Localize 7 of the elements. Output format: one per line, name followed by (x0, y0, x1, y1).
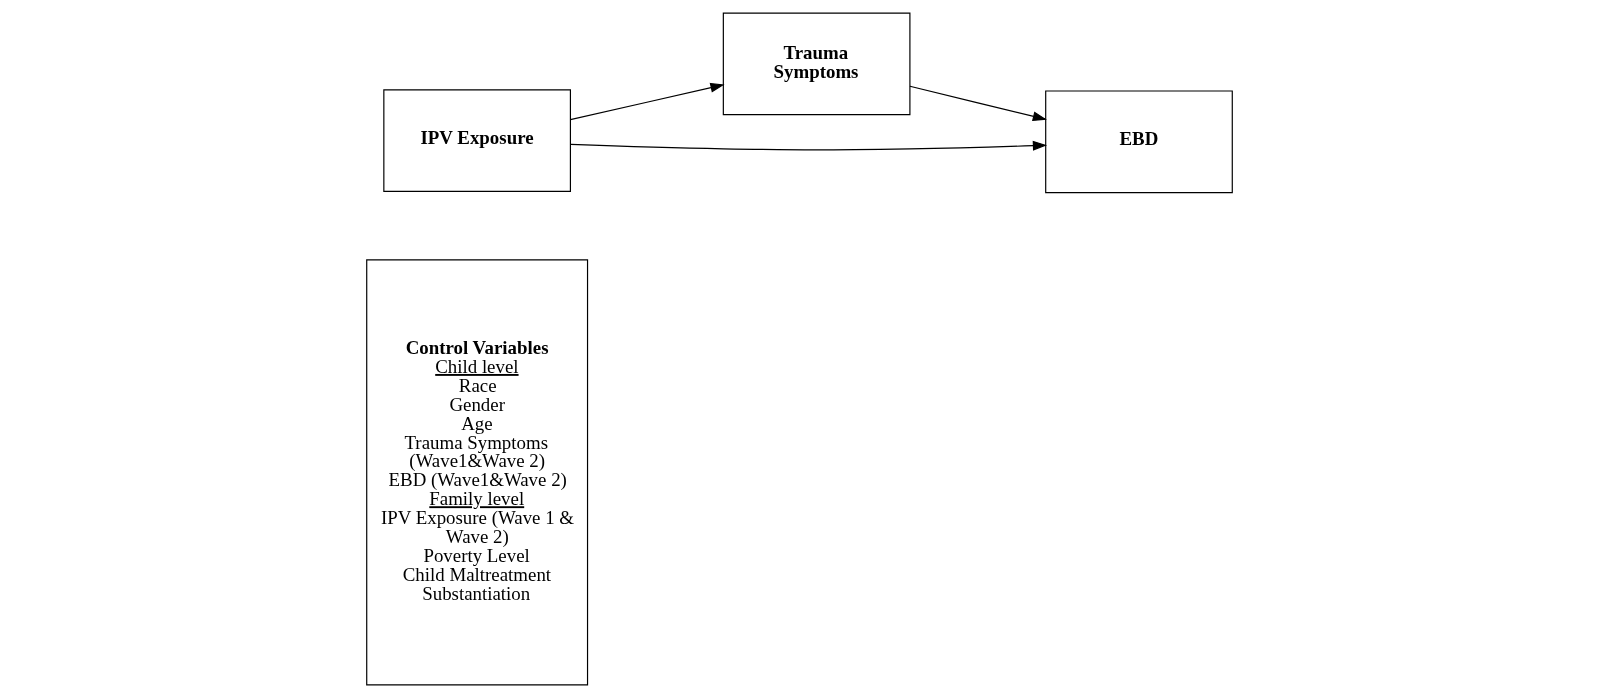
node-box: Trauma Symptoms (722, 12, 910, 116)
node-box: IPV Exposure (382, 89, 571, 192)
arrow (908, 85, 1047, 122)
node-box: EBD (1044, 90, 1233, 194)
arrow (569, 140, 1047, 151)
node-box: Control Variables Child level Race Gender Age Trauma Symptoms (Wave1&Wave 2) EBD (Wave1&Wave 2) Family level IPV Exposure (Wave 1 & Wave 2) Poverty Level Child Maltreatment Substantiation (365, 259, 588, 686)
arrow (569, 82, 725, 121)
